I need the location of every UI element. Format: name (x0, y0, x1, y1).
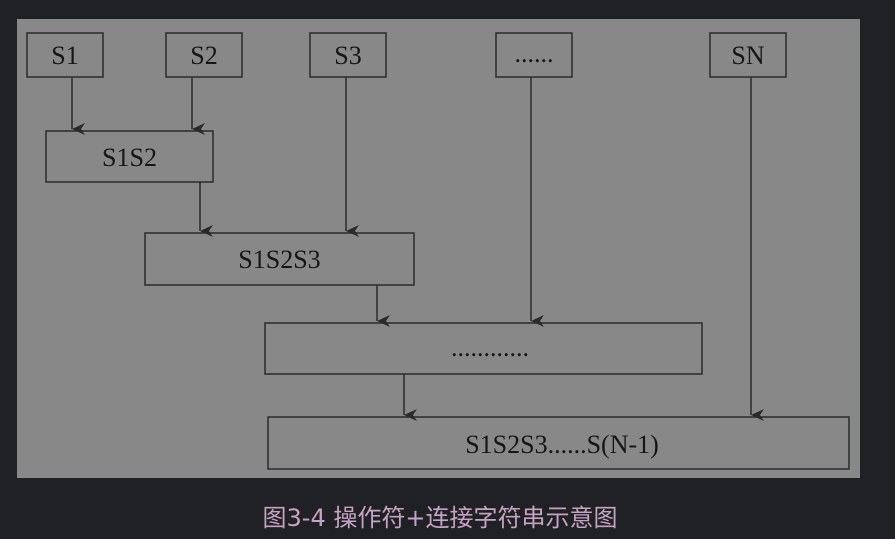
box-s1: S1 (26, 32, 104, 78)
box-final-label: S1S2S3......S(N-1) (465, 430, 659, 459)
box-s2: S2 (165, 32, 243, 78)
box-ellipsis-top: ...... (495, 32, 573, 78)
box-s2-label: S2 (190, 41, 217, 70)
box-s1s2s3-label: S1S2S3 (238, 245, 320, 274)
box-s1s2: S1S2 (45, 130, 214, 183)
box-s1s2-label: S1S2 (102, 143, 157, 172)
box-s1s2s3: S1S2S3 (144, 232, 415, 286)
box-s3: S3 (309, 32, 387, 78)
box-ellipsis-mid: ............ (264, 322, 703, 375)
figure-caption: 图3-4 操作符+连接字符串示意图 (262, 504, 618, 532)
box-ellipsis-mid-label: ............ (451, 333, 529, 362)
box-s3-label: S3 (334, 41, 361, 70)
diagram-panel (17, 19, 860, 478)
box-ellipsis-top-label: ...... (515, 39, 554, 68)
box-sn: SN (709, 32, 787, 78)
box-s1-label: S1 (51, 41, 78, 70)
box-sn-label: SN (731, 41, 764, 70)
box-final: S1S2S3......S(N-1) (267, 416, 850, 470)
